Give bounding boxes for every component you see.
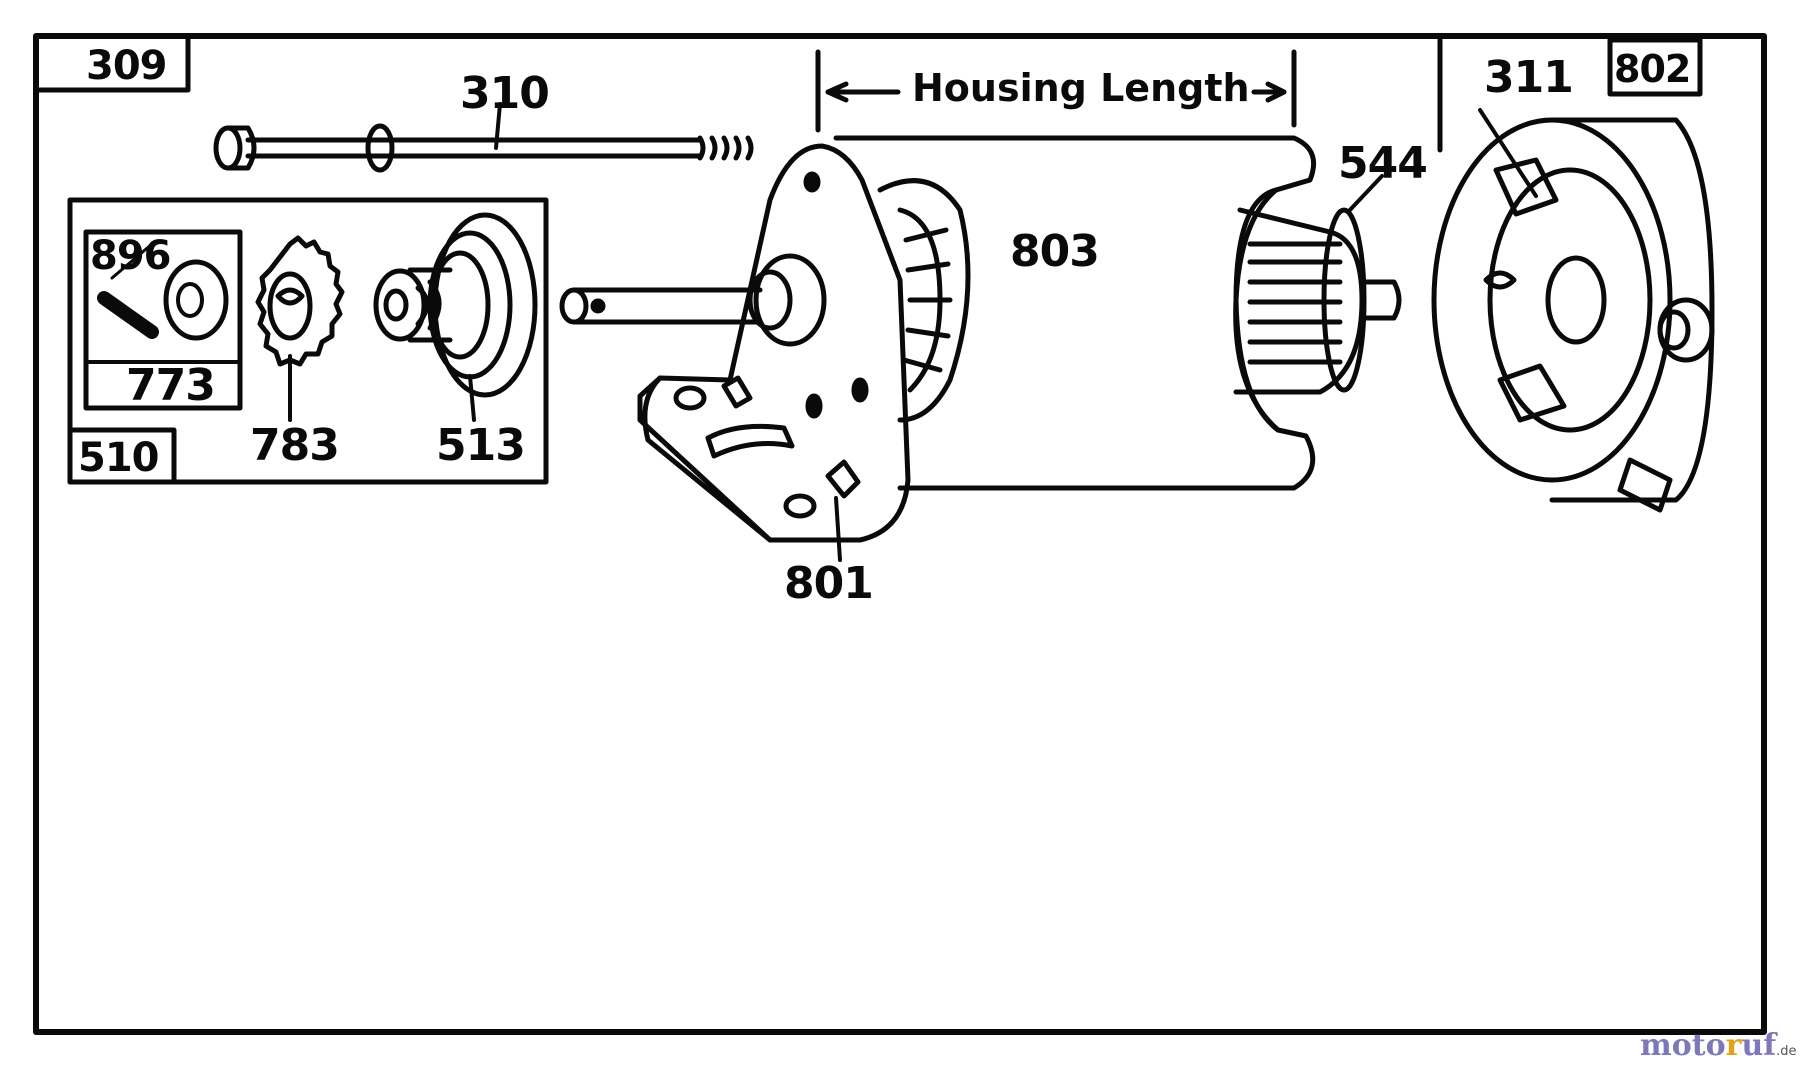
label-box-309 xyxy=(33,33,191,93)
kit-510 xyxy=(67,197,549,485)
part-label-309: 309 xyxy=(86,43,167,89)
part-label-801: 801 xyxy=(784,558,874,609)
part-label-773: 773 xyxy=(126,360,216,411)
watermark-part2: r xyxy=(1725,1028,1742,1063)
part-label-310: 310 xyxy=(460,68,550,119)
through-bolt xyxy=(213,102,754,173)
part-label-513: 513 xyxy=(436,420,526,471)
part-label-311: 311 xyxy=(1484,52,1574,103)
outer-frame xyxy=(33,33,1767,1035)
armature-shaft xyxy=(559,253,827,347)
housing-length-label: Housing Length xyxy=(912,66,1250,110)
watermark-part3: uf xyxy=(1741,1028,1777,1063)
part-label-783: 783 xyxy=(250,420,340,471)
watermark-part1: moto xyxy=(1640,1028,1726,1063)
part-label-510: 510 xyxy=(78,435,159,481)
armature-544 xyxy=(1233,174,1402,395)
part-label-544: 544 xyxy=(1338,138,1428,189)
gear-783 xyxy=(255,235,345,422)
site-watermark: motoruf.de xyxy=(1640,1028,1797,1063)
label-box-802 xyxy=(1607,37,1703,97)
drive-513 xyxy=(373,212,538,422)
watermark-tld: .de xyxy=(1776,1044,1797,1059)
part-label-896: 896 xyxy=(90,233,171,279)
housing-length-dimension xyxy=(815,49,1297,133)
part-label-803: 803 xyxy=(1010,226,1100,277)
end-plate-801 xyxy=(637,143,971,562)
end-cap-802 xyxy=(1431,37,1715,513)
part-label-802: 802 xyxy=(1614,47,1691,91)
